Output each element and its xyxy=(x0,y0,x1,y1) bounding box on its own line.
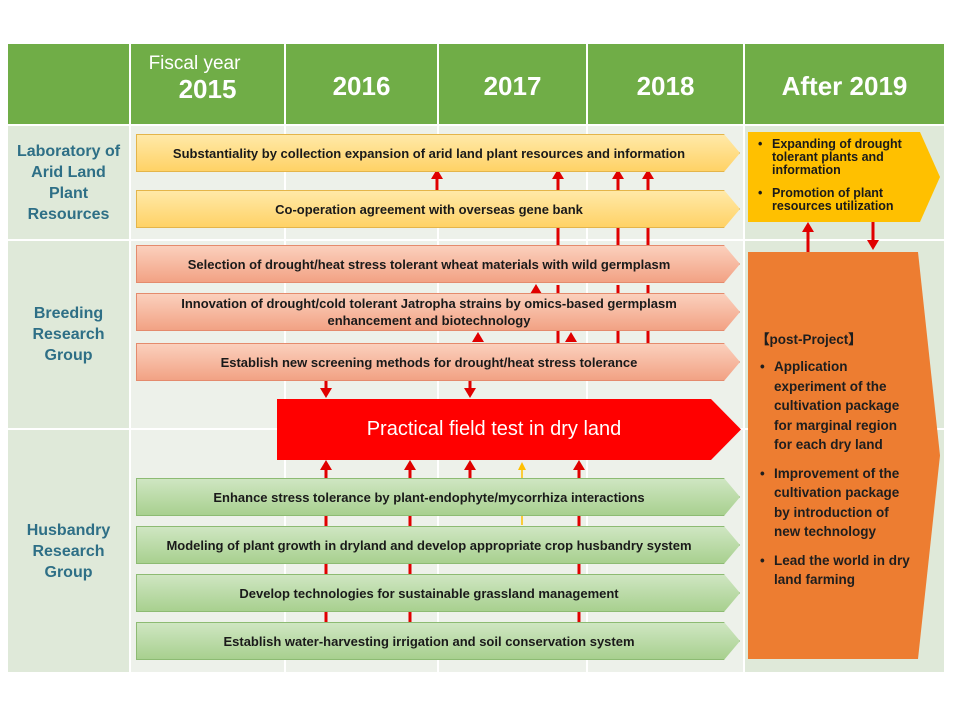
connector-arrowhead xyxy=(565,332,577,342)
post-project-item: Improvement of the cultivation package b… xyxy=(756,464,914,542)
task-text: Establish water-harvesting irrigation an… xyxy=(223,633,635,649)
connector-arrowhead xyxy=(464,460,476,470)
post-project-box: 【post-Project】 Application experiment of… xyxy=(748,252,940,659)
task-text: Enhance stress tolerance by plant-endoph… xyxy=(213,489,645,505)
connector-arrowhead xyxy=(867,240,879,250)
task-bar-lab: Substantiality by collection expansion o… xyxy=(136,134,740,172)
task-bar-breeding: Innovation of drought/cold tolerant Jatr… xyxy=(136,293,740,331)
connector-arrowhead xyxy=(320,460,332,470)
connector-arrowhead xyxy=(642,169,654,179)
post-project-item: Lead the world in dry land farming xyxy=(756,551,914,590)
header-after-2019: After 2019 xyxy=(745,44,944,124)
connector-arrowhead xyxy=(802,222,814,232)
post-project-item: Application experiment of the cultivatio… xyxy=(756,357,914,455)
connector-arrowhead xyxy=(320,388,332,398)
year-label: 2015 xyxy=(178,74,237,104)
task-bar-breeding: Selection of drought/heat stress toleran… xyxy=(136,245,740,283)
row-label-text: Husbandry Research Group xyxy=(26,521,111,581)
task-text: Substantiality by collection expansion o… xyxy=(172,145,686,161)
connector-arrowhead xyxy=(404,460,416,470)
task-text: Develop technologies for sustainable gra… xyxy=(239,585,619,601)
header-year-2017: 2017 xyxy=(439,44,586,124)
task-text: Innovation of drought/cold tolerant Jatr… xyxy=(181,296,677,328)
field-test-bar: Practical field test in dry land xyxy=(277,399,741,460)
task-bar-lab: Co-operation agreement with overseas gen… xyxy=(136,190,740,228)
post-project-list: Application experiment of the cultivatio… xyxy=(756,357,914,590)
header-corner xyxy=(8,44,129,124)
header-year-2018: 2018 xyxy=(588,44,743,124)
post-project-title: 【post-Project】 xyxy=(756,332,862,347)
task-text: Co-operation agreement with overseas gen… xyxy=(275,201,583,217)
task-bar-breeding: Establish new screening methods for drou… xyxy=(136,343,740,381)
year-label: 2016 xyxy=(332,70,391,101)
row-label-text: Breeding Research Group xyxy=(32,305,105,364)
task-bar-husbandry: Enhance stress tolerance by plant-endoph… xyxy=(136,478,740,516)
fiscal-year-label: Fiscal year xyxy=(148,53,241,74)
after-2019-lab-item: Promotion of plant resources utilization xyxy=(754,187,920,213)
task-bar-husbandry: Establish water-harvesting irrigation an… xyxy=(136,622,740,660)
task-bar-husbandry: Develop technologies for sustainable gra… xyxy=(136,574,740,612)
after-2019-lab-item: Expanding of drought tolerant plants and… xyxy=(754,138,920,177)
connector-arrowhead xyxy=(464,388,476,398)
row-label-lab: Laboratory of Arid Land Plant Resources xyxy=(8,126,129,239)
row-label-text: Laboratory of Arid Land Plant Resources xyxy=(16,142,121,223)
task-bar-husbandry: Modeling of plant growth in dryland and … xyxy=(136,526,740,564)
connector-arrowhead xyxy=(530,284,542,294)
connector-arrowhead xyxy=(431,169,443,179)
row-label-husbandry: Husbandry Research Group xyxy=(8,430,129,672)
year-label: After 2019 xyxy=(781,70,908,101)
connector-arrowhead xyxy=(518,462,526,470)
connector-arrowhead xyxy=(552,169,564,179)
task-text: Establish new screening methods for drou… xyxy=(220,354,638,370)
connector-arrowhead xyxy=(573,460,585,470)
task-text: Modeling of plant growth in dryland and … xyxy=(166,537,692,553)
header-year-2015: Fiscal year 2015 xyxy=(131,44,284,124)
connector-arrowhead xyxy=(612,169,624,179)
header-year-2016: 2016 xyxy=(286,44,437,124)
task-text: Selection of drought/heat stress toleran… xyxy=(187,256,671,272)
connector-arrowhead xyxy=(472,332,484,342)
row-label-breeding: Breeding Research Group xyxy=(8,241,129,428)
year-label: 2018 xyxy=(636,70,695,101)
year-label: 2017 xyxy=(483,70,542,101)
after-2019-lab-box: Expanding of drought tolerant plants and… xyxy=(748,132,940,222)
after-2019-lab-list: Expanding of drought tolerant plants and… xyxy=(754,138,920,213)
field-test-text: Practical field test in dry land xyxy=(366,418,622,440)
